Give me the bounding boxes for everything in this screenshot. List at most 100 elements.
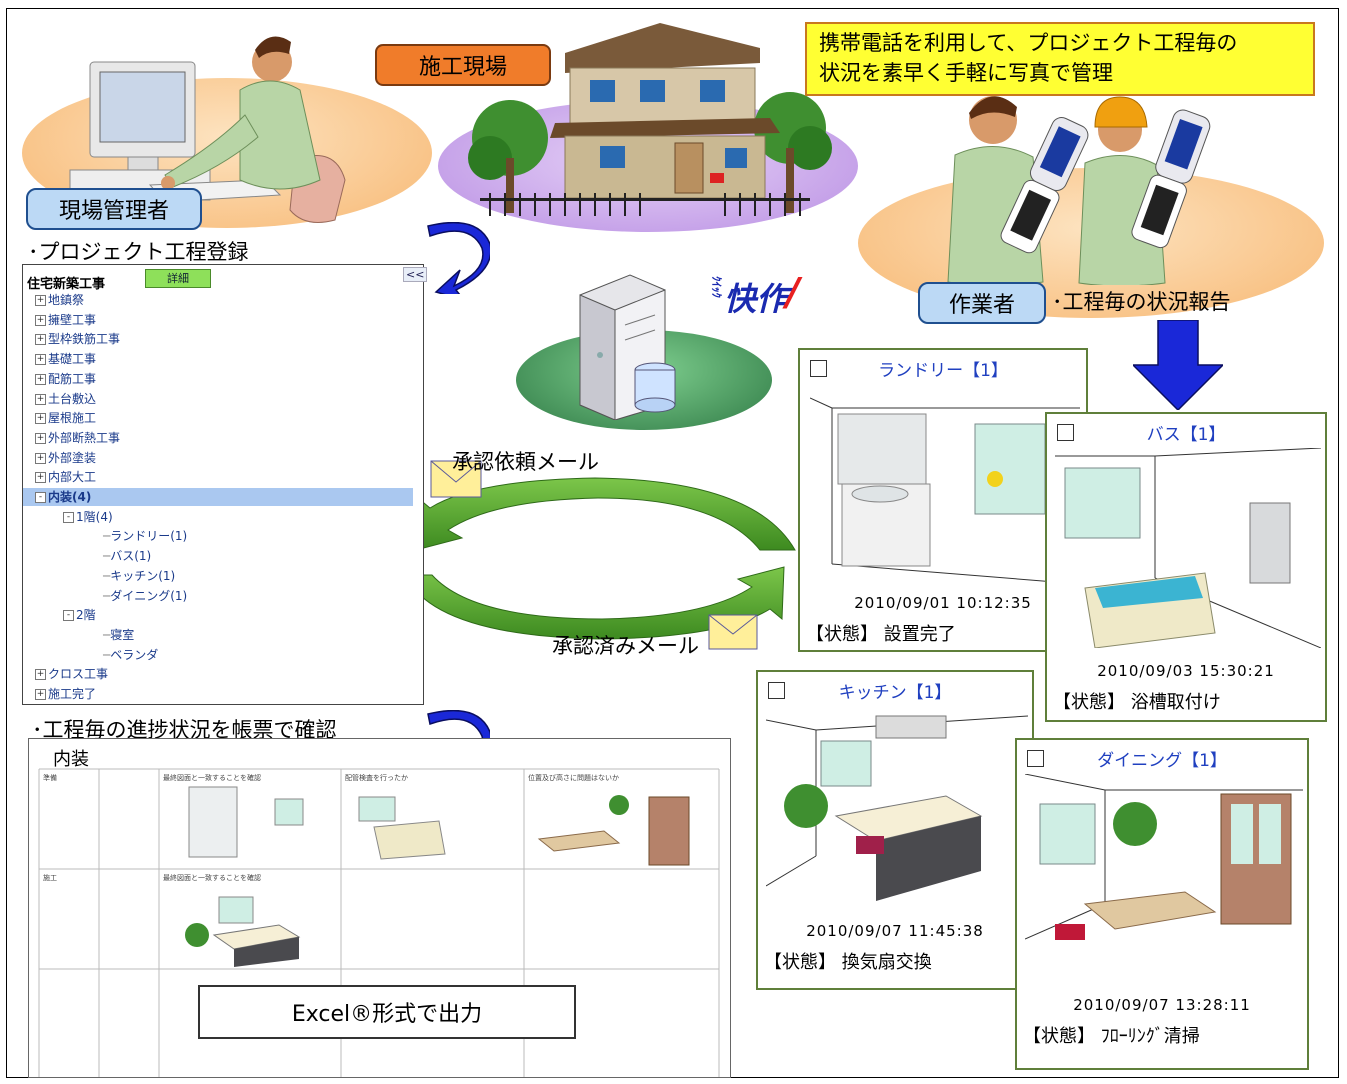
logo-small-text: ｸｲｯｸ — [710, 276, 723, 298]
tree-item[interactable]: +基礎工事 — [23, 350, 96, 368]
card-datetime: 2010/09/07 11:45:38 — [806, 922, 984, 940]
expand-icon[interactable]: + — [35, 432, 46, 444]
feature-note: 携帯電話を利用して、プロジェクト工程毎の 状況を素早く手軽に写真で管理 — [805, 22, 1315, 96]
tree-item-label: 1階(4) — [76, 509, 113, 524]
dining-photo — [1025, 774, 1303, 940]
expand-icon[interactable]: + — [35, 413, 46, 425]
tree-item[interactable]: +屋根施工 — [23, 409, 96, 427]
house-illustration — [468, 23, 832, 216]
tree-title: 住宅新築工事 — [27, 277, 106, 292]
tree-item[interactable]: -内装(4) — [23, 488, 413, 506]
tree-item[interactable]: +外部断熱工事 — [23, 429, 120, 447]
mail-icon-approved — [708, 614, 758, 650]
manager-illustration — [69, 36, 346, 223]
sheet-row2-col1-header: 最終図面と一致することを確認 — [163, 874, 261, 882]
tree-item[interactable]: +施工完了 — [23, 685, 96, 703]
tree-item-label: 施工完了 — [48, 687, 97, 701]
tree-item[interactable]: +擁壁工事 — [23, 311, 96, 329]
tree-item-label: 屋根施工 — [48, 411, 97, 426]
tree-item-label: 基礎工事 — [48, 352, 97, 367]
tree-item-label: キッチン(1) — [110, 568, 176, 583]
tree-item-label: ベランダ — [110, 647, 159, 662]
card-status: 【状態】 浴槽取付け — [1053, 692, 1221, 713]
tree-connector-icon: ─ — [103, 568, 111, 583]
note-line-2: 状況を素早く手軽に写真で管理 — [819, 61, 1113, 85]
tree-item[interactable]: ─キッチン(1) — [23, 567, 175, 585]
sheet-grid — [38, 768, 720, 1077]
card-checkbox[interactable] — [1057, 424, 1074, 441]
collapse-icon[interactable]: - — [63, 511, 74, 523]
card-title: バス【1】 — [1146, 425, 1226, 445]
detail-button[interactable]: 詳細 — [145, 269, 211, 288]
photo-card-kitchen[interactable]: キッチン【1】 2010/09/07 11:45:38 【状態】 換気扇交換 — [756, 670, 1034, 990]
tree-item[interactable]: +外部塗装 — [23, 449, 96, 467]
expand-icon[interactable]: + — [35, 373, 46, 385]
expand-icon[interactable]: + — [35, 393, 46, 405]
report-caption: ･工程毎の状況報告 — [1052, 290, 1231, 314]
photo-card-laundry[interactable]: ランドリー【1】 2010/09/01 10:12:35 【状態】 設置完了 — [798, 348, 1088, 652]
laundry-photo — [810, 397, 1080, 584]
collapse-icon[interactable]: - — [63, 610, 74, 622]
tree-item[interactable]: ─寝室 — [23, 626, 134, 644]
sheet-row1-label: 準備 — [43, 774, 57, 782]
card-checkbox[interactable] — [810, 360, 827, 377]
expand-icon[interactable]: + — [35, 314, 46, 326]
photo-card-bath[interactable]: バス【1】 2010/09/03 15:30:21 【状態】 浴槽取付け — [1045, 412, 1327, 722]
tree-item-label: 擁壁工事 — [48, 312, 97, 327]
expand-icon[interactable]: + — [35, 354, 46, 366]
request-mail-text: 承認依頼メール — [452, 450, 599, 474]
card-status: 【状態】 換気扇交換 — [764, 952, 932, 973]
down-arrow-icon — [1133, 320, 1223, 410]
card-title: ランドリー【1】 — [878, 361, 1008, 381]
approved-mail-text: 承認済みメール — [552, 634, 699, 658]
card-status: 【状態】 ﾌﾛｰﾘﾝｸﾞ清掃 — [1023, 1026, 1200, 1047]
logo-mark: / — [786, 270, 800, 314]
expand-icon[interactable]: + — [35, 669, 46, 681]
photo-card-dining[interactable]: ダイニング【1】 2010/09/07 13:28:11 【状態】 ﾌﾛｰﾘﾝｸ… — [1015, 738, 1309, 1070]
tree-item-label: バス(1) — [110, 549, 152, 564]
tree-item-label: 内部大工 — [48, 470, 97, 485]
tree-item[interactable]: +クロス工事 — [23, 665, 108, 683]
tree-item[interactable]: -2階 — [23, 606, 96, 624]
tree-item-label: 地鎮祭 — [48, 293, 85, 307]
sheet-title: 内装 — [53, 749, 89, 770]
tree-item-label: 配筋工事 — [48, 371, 97, 386]
tree-item[interactable]: -1階(4) — [23, 508, 113, 526]
workers-illustration — [947, 96, 1211, 285]
bath-photo — [1055, 448, 1321, 648]
tree-item[interactable]: ─ベランダ — [23, 646, 158, 664]
register-caption: ･プロジェクト工程登録 — [28, 240, 249, 264]
collapse-button[interactable]: << — [403, 267, 428, 282]
expand-icon[interactable]: + — [35, 472, 46, 484]
tree-item[interactable]: ─ダイニング(1) — [23, 587, 187, 605]
tree-item[interactable]: +土台敷込 — [23, 390, 96, 408]
tree-item-label: ダイニング(1) — [110, 588, 188, 603]
sheet-col3-header: 位置及び高さに問題はないか — [528, 774, 619, 782]
tree-connector-icon: ─ — [103, 588, 111, 603]
tree-item[interactable]: +地鎮祭 — [23, 291, 84, 309]
tree-item[interactable]: ─ランドリー(1) — [23, 527, 187, 545]
card-checkbox[interactable] — [768, 682, 785, 699]
card-checkbox[interactable] — [1027, 750, 1044, 767]
tree-connector-icon: ─ — [103, 549, 111, 564]
card-datetime: 2010/09/03 15:30:21 — [1097, 662, 1275, 680]
product-logo: ｸｲｯｸ 快作 / — [708, 270, 818, 330]
tree-item[interactable]: +内部大工 — [23, 468, 96, 486]
tree-item-label: クロス工事 — [48, 667, 109, 682]
expand-icon[interactable]: + — [35, 452, 46, 464]
tree-connector-icon: ─ — [103, 529, 111, 544]
sheet-col1-header: 最終図面と一致することを確認 — [163, 774, 261, 782]
tree-item-label: 型枠鉄筋工事 — [48, 332, 121, 347]
curved-arrow-icon-top — [427, 222, 490, 294]
tree-connector-icon: ─ — [103, 647, 111, 662]
server-illustration — [579, 274, 676, 420]
excel-output-button[interactable]: Excel®形式で出力 — [198, 985, 576, 1039]
tree-item[interactable]: +配筋工事 — [23, 370, 96, 388]
expand-icon[interactable]: + — [35, 334, 46, 346]
tree-item[interactable]: +型枠鉄筋工事 — [23, 330, 120, 348]
expand-icon[interactable]: + — [35, 689, 46, 700]
collapse-icon[interactable]: - — [35, 492, 46, 503]
worker-label: 作業者 — [918, 282, 1046, 324]
expand-icon[interactable]: + — [35, 295, 46, 306]
tree-item[interactable]: ─バス(1) — [23, 547, 151, 565]
